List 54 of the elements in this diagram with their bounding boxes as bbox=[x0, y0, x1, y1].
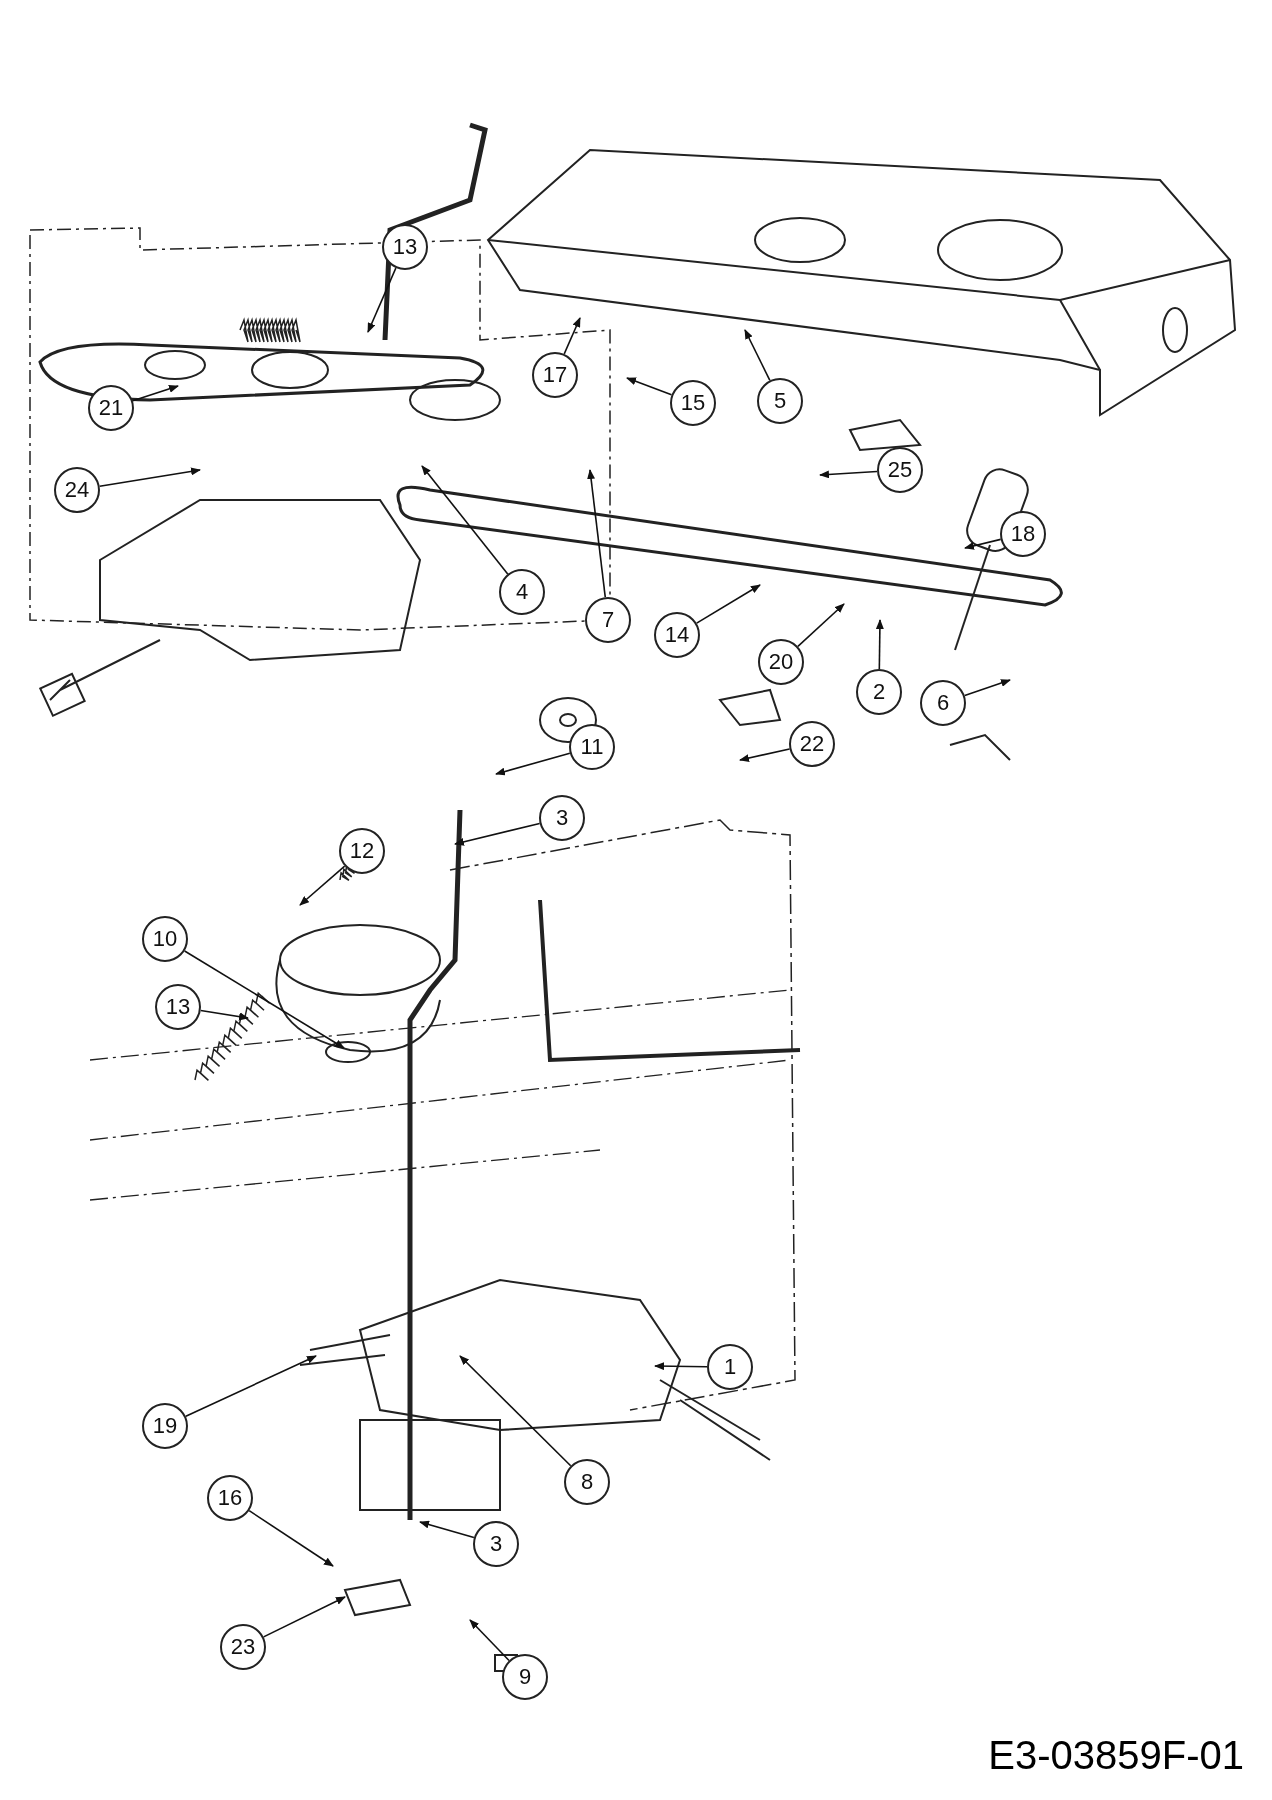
leader-line bbox=[469, 1619, 510, 1662]
leader-line bbox=[299, 865, 346, 906]
leader-line bbox=[695, 584, 761, 624]
callout-number: 25 bbox=[877, 447, 923, 493]
callout-number: 13 bbox=[155, 984, 201, 1030]
leader-line bbox=[964, 538, 1002, 550]
leader-line bbox=[262, 1596, 346, 1638]
leader-line bbox=[183, 950, 345, 1049]
leader-line bbox=[819, 470, 878, 479]
leader-line bbox=[744, 329, 771, 382]
leader-line bbox=[248, 1509, 334, 1567]
leader-line bbox=[367, 267, 397, 333]
leader-line bbox=[459, 1355, 572, 1467]
callout-number: 16 bbox=[207, 1475, 253, 1521]
callout-number: 5 bbox=[757, 378, 803, 424]
callout-number: 4 bbox=[499, 569, 545, 615]
leader-line bbox=[654, 1362, 708, 1371]
leader-line bbox=[199, 1009, 249, 1021]
callout-number: 17 bbox=[532, 352, 578, 398]
callout-number: 22 bbox=[789, 721, 835, 767]
leader-line bbox=[419, 1520, 475, 1539]
callout-number: 13 bbox=[382, 224, 428, 270]
leader-line bbox=[875, 619, 884, 670]
callout-number: 8 bbox=[564, 1459, 610, 1505]
leader-line bbox=[739, 748, 791, 762]
leader-line bbox=[454, 822, 541, 846]
callout-number: 18 bbox=[1000, 511, 1046, 557]
leader-line bbox=[626, 377, 673, 396]
callout-number: 3 bbox=[539, 795, 585, 841]
callout-number: 9 bbox=[502, 1654, 548, 1700]
leader-line bbox=[495, 752, 571, 776]
leader-line bbox=[98, 467, 201, 488]
callout-number: 7 bbox=[585, 597, 631, 643]
leader-line bbox=[563, 317, 581, 355]
callout-number: 10 bbox=[142, 916, 188, 962]
callout-number: 14 bbox=[654, 612, 700, 658]
drawing-number: E3-03859F-01 bbox=[988, 1733, 1244, 1778]
leader-line bbox=[421, 465, 509, 575]
callout-number: 1 bbox=[707, 1344, 753, 1390]
callout-number: 6 bbox=[920, 680, 966, 726]
callout-number: 23 bbox=[220, 1624, 266, 1670]
leader-line bbox=[797, 603, 845, 648]
callout-number: 11 bbox=[569, 724, 615, 770]
callout-number: 20 bbox=[758, 639, 804, 685]
callout-number: 19 bbox=[142, 1403, 188, 1449]
leader-line bbox=[185, 1355, 317, 1418]
callout-number: 21 bbox=[88, 385, 134, 431]
callout-number: 24 bbox=[54, 467, 100, 513]
leader-line bbox=[587, 469, 607, 598]
callout-number: 12 bbox=[339, 828, 385, 874]
callout-number: 15 bbox=[670, 380, 716, 426]
callout-number: 3 bbox=[473, 1521, 519, 1567]
callout-number: 2 bbox=[856, 669, 902, 715]
leader-line bbox=[963, 679, 1011, 697]
